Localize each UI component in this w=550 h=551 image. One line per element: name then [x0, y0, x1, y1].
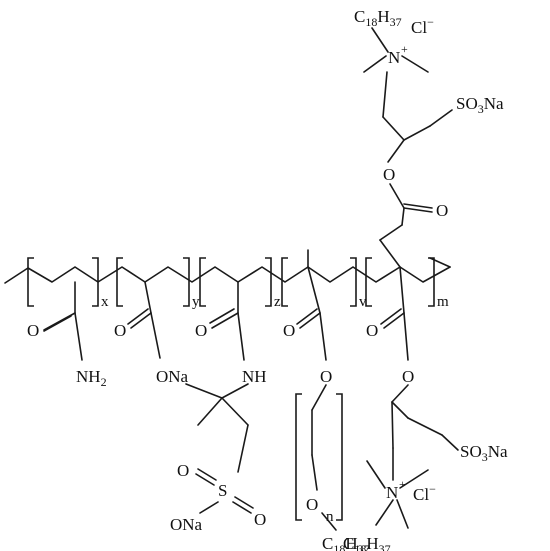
- atom-o-s1: O: [177, 461, 189, 480]
- amine-nh2: NH2: [76, 367, 107, 389]
- sulfonate-upper: SO3Na: [456, 94, 504, 116]
- repeat-subscripts: x y z v m: [101, 294, 449, 310]
- carboxylate-ona: ONa: [156, 367, 189, 386]
- atom-o-v2: O: [320, 367, 332, 386]
- atom-s: S: [218, 481, 227, 500]
- atom-o-s2: O: [254, 510, 266, 529]
- atom-o-v3: O: [306, 495, 318, 514]
- polymer-backbone: [4, 266, 451, 284]
- unit-m-itaconate: O O SO3Na N + Cl− C18H37 O O SO3Na N + C…: [343, 7, 508, 551]
- subscript-v: v: [359, 294, 367, 310]
- charge-plus-upper: +: [401, 42, 408, 56]
- atom-o-y: O: [114, 321, 126, 340]
- charge-plus-lower: +: [399, 477, 406, 491]
- amide-nh: NH: [242, 367, 267, 386]
- chloride-upper: Cl−: [411, 15, 434, 37]
- atom-n-upper: N: [388, 48, 400, 67]
- subscript-x: x: [101, 294, 109, 310]
- subscript-n: n: [326, 509, 334, 525]
- chloride-lower: Cl−: [413, 482, 436, 504]
- subscript-y: y: [192, 294, 200, 310]
- atom-o-m4: O: [383, 165, 395, 184]
- sulfonate-lower: SO3Na: [460, 442, 508, 464]
- stearyl-chain-m-lower: C18H37: [343, 534, 391, 551]
- subscript-m: m: [437, 294, 449, 310]
- atom-n-lower: N: [386, 483, 398, 502]
- sulfonate-ona: ONa: [170, 515, 203, 534]
- atom-o-m3: O: [436, 201, 448, 220]
- stearyl-chain-m-upper: C18H37: [354, 7, 402, 29]
- repeat-brackets: [27, 257, 435, 307]
- unit-x-amide: O NH2: [27, 281, 107, 389]
- atom-o-m1: O: [366, 321, 378, 340]
- subscript-z: z: [274, 294, 281, 310]
- atom-o-x: O: [27, 321, 39, 340]
- atom-o-v1: O: [283, 321, 295, 340]
- unit-y-sodium-acrylate: O ONa: [114, 281, 189, 386]
- methyl-stubs: [307, 249, 451, 268]
- unit-v-peg-methacrylate: O O O n C18H37: [283, 266, 370, 551]
- stearyl-chain-v: C18H37: [322, 534, 370, 551]
- atom-o-m2: O: [402, 367, 414, 386]
- atom-o-z: O: [195, 321, 207, 340]
- unit-z-amps: O NH S O O ONa: [170, 281, 267, 534]
